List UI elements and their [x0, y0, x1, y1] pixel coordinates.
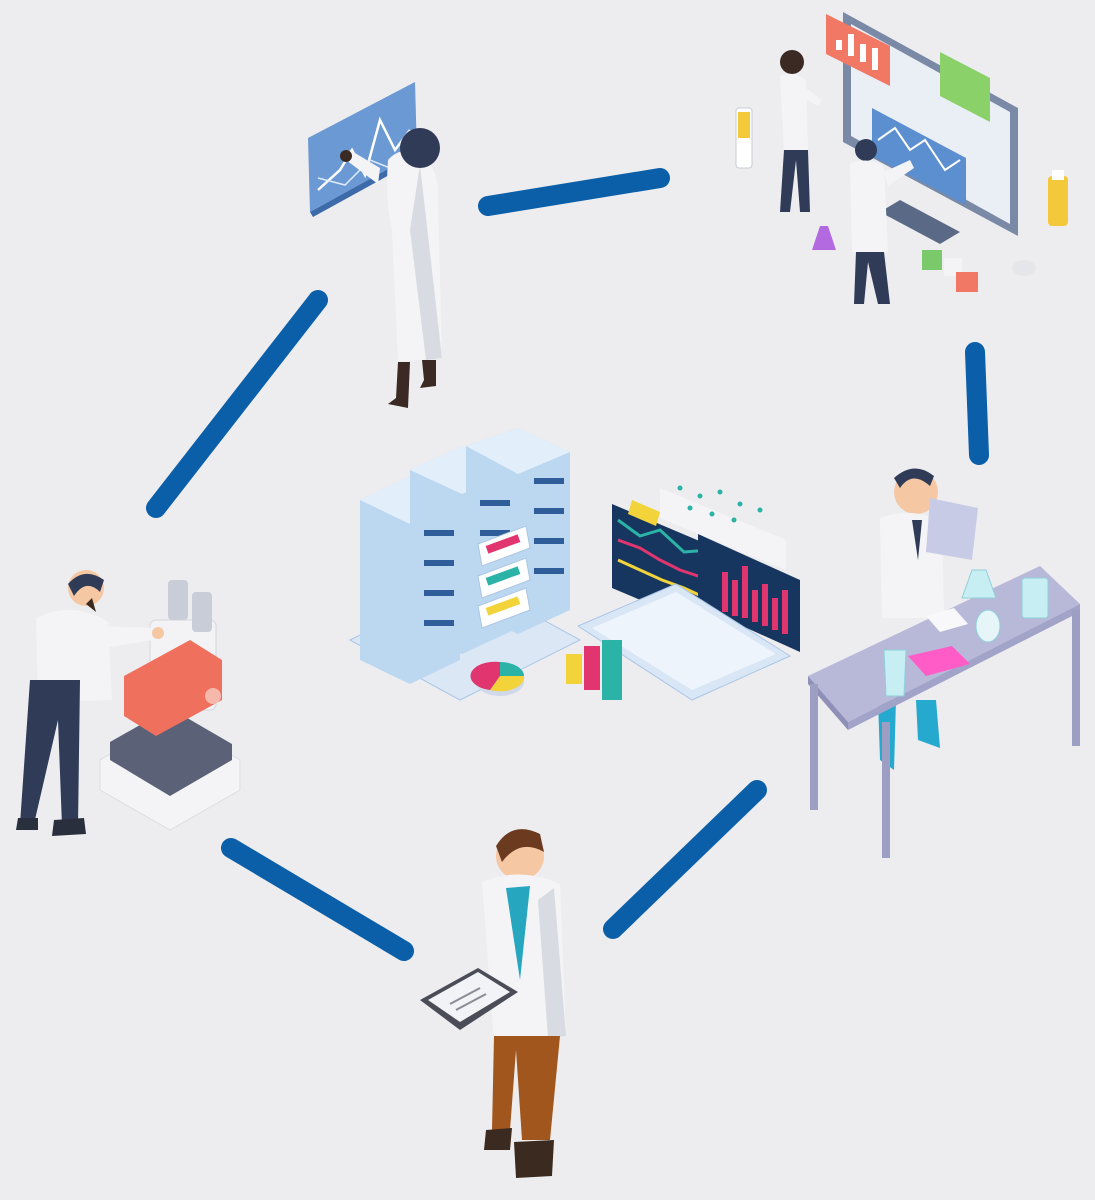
connectors — [146, 168, 989, 961]
bar-chart-icon — [566, 640, 622, 700]
team-at-monitor — [735, 12, 1068, 304]
connector-microscope-to-board — [146, 290, 328, 518]
data-center — [348, 428, 800, 701]
pie-chart-icon — [470, 661, 525, 696]
lab-bench-icon — [808, 468, 1080, 858]
laptop — [576, 485, 800, 701]
connector-board-to-monitor — [478, 168, 670, 216]
tablet-icon — [420, 968, 518, 1030]
dashboard-icon — [826, 12, 1018, 244]
scientist-at-chart-board — [308, 82, 442, 408]
connector-tablet-to-microscope — [221, 838, 414, 961]
scientist-at-microscope — [16, 570, 241, 836]
microscope-icon — [99, 580, 241, 831]
server-racks — [360, 428, 570, 684]
scientist-with-tablet — [420, 829, 566, 1178]
connector-monitor-to-labtable — [965, 342, 989, 465]
server-laptop-icon — [348, 428, 800, 701]
chemist-at-lab-table — [808, 468, 1080, 858]
connector-labtable-to-tablet — [603, 780, 767, 939]
